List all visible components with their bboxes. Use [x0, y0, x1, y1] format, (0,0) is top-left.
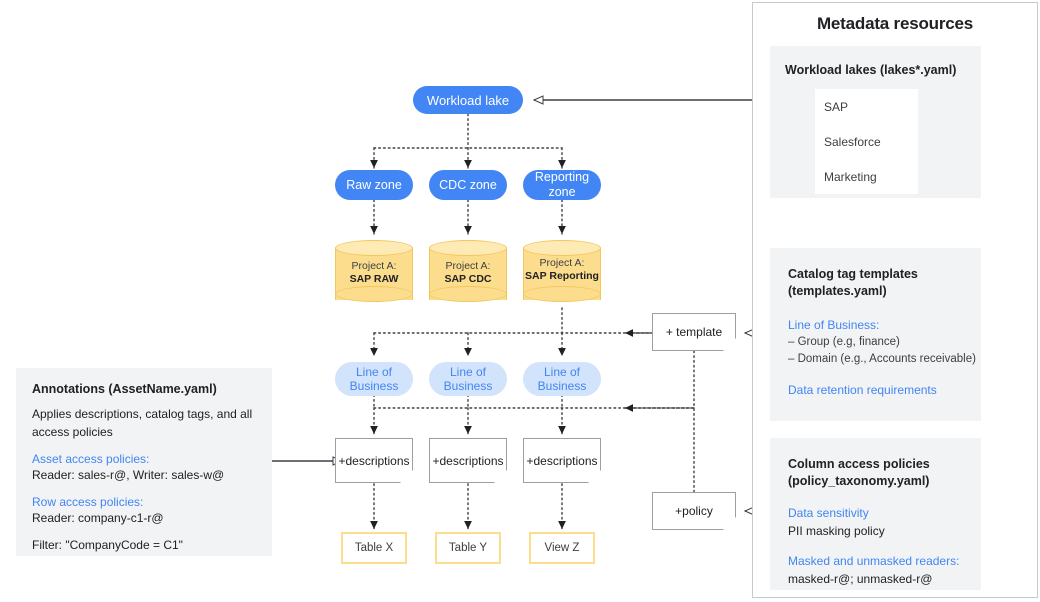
- metadata-resources-title: Metadata resources: [816, 14, 974, 33]
- zone-node-raw[interactable]: Raw zone: [335, 170, 413, 200]
- data-sensitivity-heading: Data sensitivity: [788, 506, 869, 520]
- project-line1: Project A:: [445, 260, 491, 272]
- title-line-2: (policy_taxonomy.yaml): [788, 474, 930, 488]
- cylinder-top: [523, 240, 601, 256]
- output-table-x[interactable]: Table X: [341, 532, 407, 564]
- output-table-y[interactable]: Table Y: [435, 532, 501, 564]
- cylinder-top: [335, 240, 413, 256]
- line-of-business-bullet-domain: – Domain (e.g., Accounts receivable): [788, 353, 976, 365]
- project-line2: SAP CDC: [444, 273, 492, 285]
- descriptions-note-1[interactable]: +descriptions: [335, 438, 413, 483]
- cylinder-label: Project A: SAP Reporting: [523, 257, 601, 283]
- output-view-z[interactable]: View Z: [529, 532, 595, 564]
- template-note-label: + template: [665, 325, 723, 339]
- project-line1: Project A:: [539, 257, 585, 269]
- workload-lake-node[interactable]: Workload lake: [413, 86, 523, 114]
- note-fold-icon: [400, 470, 413, 483]
- column-access-policies-card: Column access policies (policy_taxonomy.…: [770, 438, 981, 590]
- note-fold-icon: [723, 338, 736, 351]
- line-of-business-node-1[interactable]: Line of Business: [335, 362, 413, 396]
- lake-item-sap[interactable]: SAP: [815, 89, 918, 124]
- cylinder-bottom: [523, 286, 601, 302]
- lake-item-marketing[interactable]: Marketing: [815, 159, 918, 194]
- workload-lakes-card: Workload lakes (lakes*.yaml) SAP Salesfo…: [770, 46, 981, 198]
- title-line-1: Catalog tag templates: [788, 267, 918, 281]
- template-note[interactable]: + template: [652, 313, 736, 351]
- descriptions-note-label: +descriptions: [338, 453, 410, 468]
- masked-readers-value: masked-r@; unmasked-r@: [788, 572, 933, 586]
- descriptions-note-2[interactable]: +descriptions: [429, 438, 507, 483]
- line-of-business-bullet-group: – Group (e.g, finance): [788, 336, 900, 348]
- data-sensitivity-value: PII masking policy: [788, 524, 885, 538]
- project-dataset-sap-cdc[interactable]: Project A: SAP CDC: [429, 240, 507, 308]
- annotations-box: Annotations (AssetName.yaml) Applies des…: [16, 368, 272, 556]
- cylinder-bottom: [335, 286, 413, 302]
- cylinder-label: Project A: SAP CDC: [429, 260, 507, 286]
- project-line2: SAP Reporting: [525, 270, 599, 282]
- cylinder-label: Project A: SAP RAW: [335, 260, 413, 286]
- note-fold-icon: [494, 470, 507, 483]
- title-line-2: (templates.yaml): [788, 284, 887, 298]
- project-line1: Project A:: [351, 260, 397, 272]
- descriptions-note-3[interactable]: +descriptions: [523, 438, 601, 483]
- workload-lakes-title: Workload lakes (lakes*.yaml): [785, 63, 957, 77]
- project-dataset-sap-reporting[interactable]: Project A: SAP Reporting: [523, 240, 601, 308]
- cylinder-bottom: [429, 286, 507, 302]
- annotations-filter: Filter: "CompanyCode = C1": [32, 538, 183, 552]
- policy-note-label: +policy: [675, 504, 713, 518]
- zone-node-reporting[interactable]: Reporting zone: [523, 170, 601, 200]
- line-of-business-node-3[interactable]: Line of Business: [523, 362, 601, 396]
- note-fold-icon: [588, 470, 601, 483]
- line-of-business-node-2[interactable]: Line of Business: [429, 362, 507, 396]
- catalog-tag-templates-card: Catalog tag templates (templates.yaml) L…: [770, 248, 981, 421]
- lake-item-salesforce[interactable]: Salesforce: [815, 124, 918, 159]
- zone-node-cdc[interactable]: CDC zone: [429, 170, 507, 200]
- column-access-policies-title: Column access policies (policy_taxonomy.…: [770, 438, 963, 490]
- row-access-policies-value: Reader: company-c1-r@: [32, 511, 164, 525]
- policy-note[interactable]: +policy: [652, 492, 736, 530]
- row-access-policies-heading: Row access policies:: [32, 495, 144, 509]
- title-line-1: Column access policies: [788, 457, 930, 471]
- project-dataset-sap-raw[interactable]: Project A: SAP RAW: [335, 240, 413, 308]
- asset-access-policies-heading: Asset access policies:: [32, 452, 150, 466]
- descriptions-note-label: +descriptions: [526, 453, 598, 468]
- masked-readers-heading: Masked and unmasked readers:: [788, 554, 960, 568]
- catalog-tag-templates-title: Catalog tag templates (templates.yaml): [770, 248, 963, 300]
- asset-access-policies-value: Reader: sales-r@, Writer: sales-w@: [32, 468, 225, 482]
- project-line2: SAP RAW: [349, 273, 399, 285]
- cylinder-top: [429, 240, 507, 256]
- line-of-business-heading: Line of Business:: [788, 318, 880, 332]
- annotations-title: Annotations (AssetName.yaml): [32, 382, 217, 396]
- descriptions-note-label: +descriptions: [432, 453, 504, 468]
- note-fold-icon: [723, 517, 736, 530]
- annotations-body: Applies descriptions, catalog tags, and …: [32, 407, 253, 439]
- data-retention-requirements-heading: Data retention requirements: [788, 383, 937, 397]
